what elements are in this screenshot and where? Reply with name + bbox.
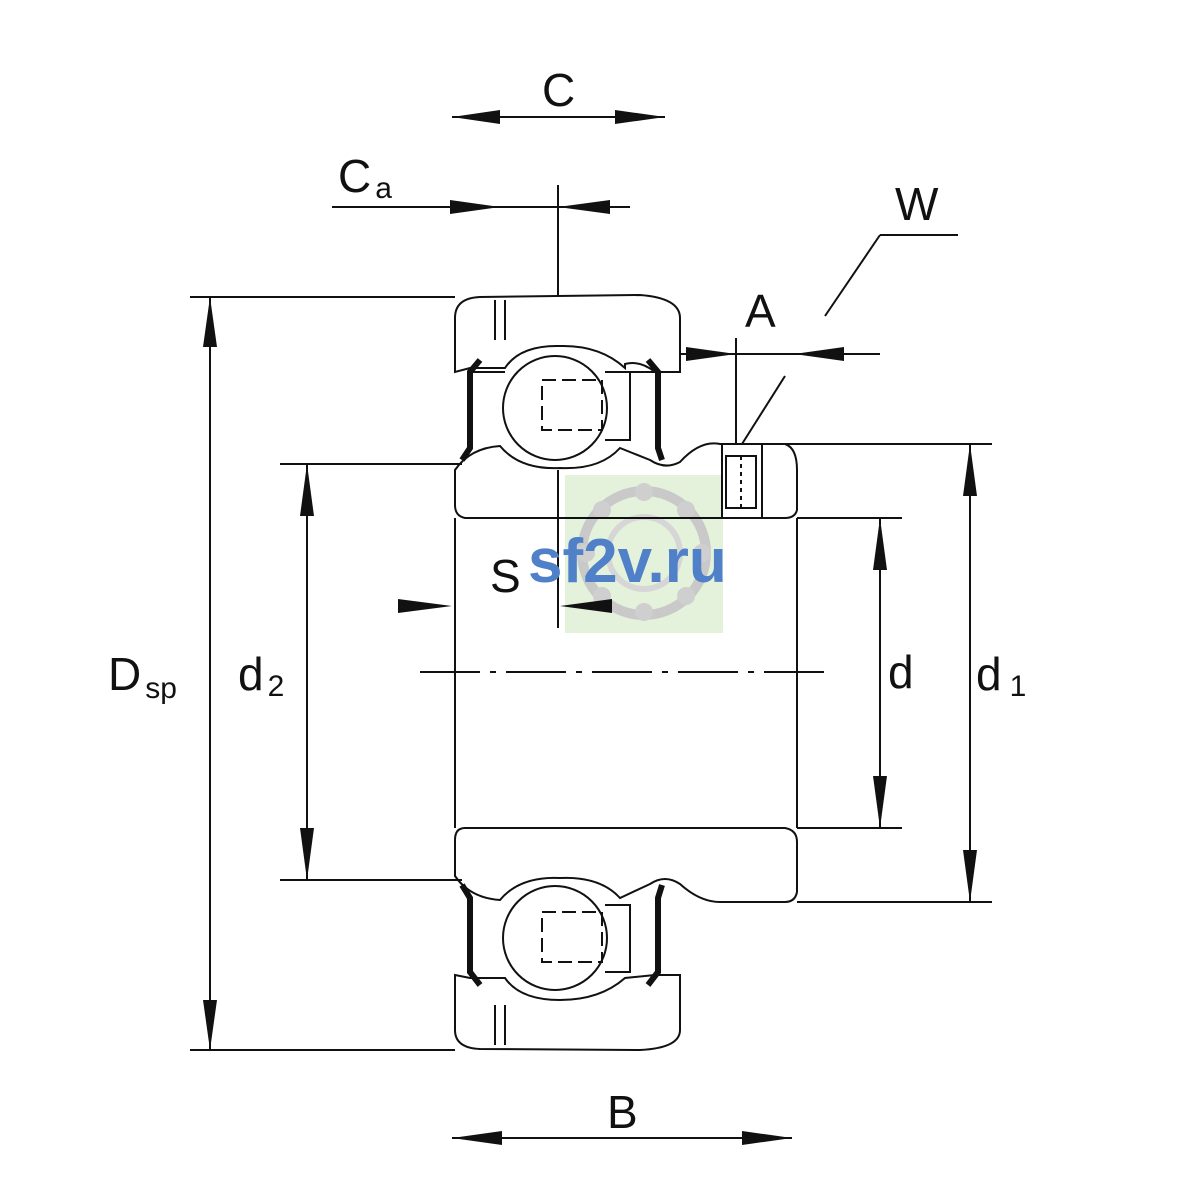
outer-ring-bottom xyxy=(454,973,681,1052)
dimension-Ca xyxy=(332,185,630,295)
dimension-W-leader xyxy=(741,234,958,445)
outer-ring-top xyxy=(454,293,681,374)
label-W: W xyxy=(895,178,939,230)
bore xyxy=(420,518,830,828)
dimension-Dsp xyxy=(190,296,455,1051)
label-S: S xyxy=(490,550,521,602)
label-B: B xyxy=(607,1086,638,1138)
dimension-S xyxy=(398,470,612,628)
dimension-d2 xyxy=(280,463,462,881)
rolling-element-bottom xyxy=(459,883,665,991)
label-C: C xyxy=(542,64,575,116)
dimension-d xyxy=(797,517,902,829)
dimension-B xyxy=(452,1131,792,1145)
rolling-element-top xyxy=(459,355,665,462)
inner-ring-bottom xyxy=(454,827,798,903)
label-d: d xyxy=(888,646,914,698)
dimension-d1 xyxy=(762,443,992,903)
dimension-A xyxy=(680,338,880,444)
label-A: A xyxy=(745,285,776,337)
dimension-C xyxy=(452,110,665,124)
watermark-text: sf2v.ru xyxy=(528,527,727,596)
